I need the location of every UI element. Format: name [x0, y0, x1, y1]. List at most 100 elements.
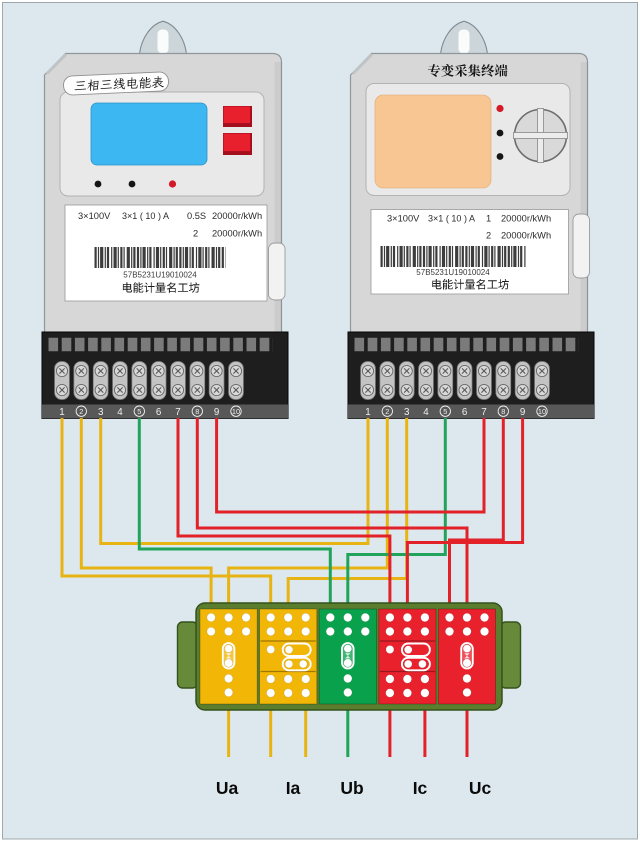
junction-box-ear-left — [176, 621, 199, 689]
meter-left-terminal-number-1: 1 — [59, 407, 64, 418]
wire-left-t7-ic — [176, 418, 392, 607]
meter-right-terminal-number-1: 1 — [365, 407, 370, 418]
meter-left-side-tab — [268, 242, 286, 301]
meter-right-terminal-number-3: 3 — [404, 407, 410, 418]
meter-left-chamfer — [45, 53, 68, 75]
wire-left-t3-right-t1 — [99, 418, 370, 545]
wire-right-t5-ub — [346, 418, 447, 607]
meter-right-indicator-3 — [496, 153, 504, 160]
junction-box-ear-right — [499, 621, 522, 689]
meter-left-terminal-circle-2 — [75, 405, 87, 417]
meter-right-terminal-unit-4 — [418, 360, 434, 401]
meter-left-terminal-unit-7 — [170, 360, 186, 401]
meter-right-terminal-circle-10 — [536, 405, 548, 417]
meter-right-terminal-circle-2 — [381, 405, 393, 417]
meter-left-title-glyphs — [74, 76, 164, 91]
meter-right-terminal-number-4: 4 — [423, 407, 429, 418]
wire-right-t2-ua — [227, 418, 389, 607]
meter-right-indicator-2 — [496, 129, 504, 137]
meter-left-terminal-unit-4 — [112, 360, 128, 401]
meter-right-terminal-number-6: 6 — [462, 407, 468, 418]
wires-layer — [60, 418, 525, 757]
meter-left-terminal-unit-8 — [189, 360, 206, 401]
meter-right-indicator-1 — [496, 104, 504, 113]
meter-right-terminal-unit-5 — [437, 360, 454, 401]
meter-left-terminal-number-4: 4 — [117, 407, 123, 418]
meter-left-terminal-number-10: 10 — [232, 407, 240, 416]
meter-right-number-bar — [348, 404, 594, 419]
meter-left-indicator-3 — [168, 180, 177, 188]
meter-left-terminal-circle-8 — [191, 405, 203, 417]
meter-left-terminal-number-5: 5 — [137, 407, 141, 416]
meter-left-lcd — [90, 102, 208, 166]
meter-left-terminal-number-2: 2 — [79, 407, 83, 416]
meter-left-terminal-unit-10 — [228, 360, 244, 401]
meter-right-side-tab — [572, 213, 590, 279]
meter-left-terminal-circle-5 — [133, 405, 145, 417]
output-label-ic: Ic — [413, 778, 428, 798]
meter-right-terminal-unit-1 — [360, 360, 376, 401]
meter-right-terminal-circle-5 — [439, 405, 451, 417]
meter-right-rating-constant1: 20000r/kWh — [501, 214, 551, 224]
meter-left-rating-constant2: 20000r/kWh — [212, 229, 262, 239]
meter-left-rating-reg2: 2 — [193, 229, 198, 239]
meter-right-rating-current: 3×1 ( 10 ) A — [428, 214, 476, 224]
meter-left-terminal-unit-3 — [92, 360, 109, 401]
meter-right-terminal-unit-9 — [514, 360, 531, 401]
output-label-ia: Ia — [286, 778, 301, 798]
meter-left-button-2 — [223, 133, 252, 155]
meter-right-terminal-unit-10 — [534, 360, 550, 401]
meter-left-indicator-1 — [94, 180, 102, 188]
wire-left-t8-uc — [195, 418, 469, 607]
meter-left-hanger-tab — [138, 20, 188, 55]
meter-right-chamfer — [351, 53, 374, 75]
meter-left-terminal-circle-10 — [230, 405, 242, 417]
wire-right-t8-uc — [448, 418, 505, 607]
meter-right-hanger-tab — [439, 20, 489, 55]
wire-left-t5-ub — [137, 418, 332, 607]
meter-left-terminal-number-8: 8 — [195, 407, 199, 416]
meter-left-rating-current: 3×1 ( 10 ) A — [122, 211, 170, 221]
meter-right-terminal-unit-8 — [495, 360, 512, 401]
meter-left-terminal-unit-5 — [131, 360, 148, 401]
meter-right-title-glyphs — [428, 64, 508, 77]
junction-section-ua — [199, 608, 258, 705]
meter-right-body-shade — [580, 62, 588, 332]
meter-left-terminal-number-7: 7 — [175, 407, 180, 418]
meter-right-screen — [374, 94, 492, 189]
meter-right-terminal-unit-6 — [456, 360, 473, 401]
meter-right-terminal-number-7: 7 — [481, 407, 486, 418]
meter-left-terminal-unit-1 — [54, 360, 70, 401]
junction-section-ic — [378, 608, 437, 705]
meter-left-terminal-number-6: 6 — [156, 407, 162, 418]
meter-right-terminal-unit-7 — [476, 360, 492, 401]
wire-left-t1-ia — [60, 418, 273, 607]
meter-left-terminal-block: 1 2 3 4 5 6 7 8 9 10 — [41, 331, 289, 419]
meter-right-terminal-number-5: 5 — [443, 407, 447, 416]
meter-right-serial: 57B5231U19010024 — [416, 268, 490, 277]
meter-left-rating-constant1: 20000r/kWh — [212, 211, 262, 221]
meter-right-nav-button — [513, 108, 568, 163]
meter-right-terminal-number-9: 9 — [520, 407, 525, 418]
output-label-ub: Ub — [340, 778, 363, 798]
meter-left-body-shade — [274, 62, 282, 332]
meter-left-terminal-number-3: 3 — [98, 407, 104, 418]
meter-left-terminal-unit-6 — [150, 360, 167, 401]
meter-left-terminal-unit-2 — [73, 360, 90, 401]
meter-left-rating-voltage: 3×100V — [78, 211, 111, 221]
output-label-ua: Ua — [216, 778, 239, 798]
meter-right-terminal-unit-2 — [379, 360, 396, 401]
wire-right-t9-ic — [405, 418, 525, 607]
meter-right-rating-voltage: 3×100V — [387, 214, 420, 224]
meter-left-terminal-unit-9 — [208, 360, 225, 401]
wire-left-t2-ua — [79, 418, 213, 607]
junction-section-uc — [437, 608, 496, 705]
junction-section-ia — [259, 608, 318, 705]
meter-right-terminal-number-2: 2 — [385, 407, 389, 416]
meter-right-rating-reg1: 1 — [486, 214, 491, 224]
meter-right-terminal-number-8: 8 — [501, 407, 505, 416]
meter-left-button-1 — [223, 106, 252, 127]
